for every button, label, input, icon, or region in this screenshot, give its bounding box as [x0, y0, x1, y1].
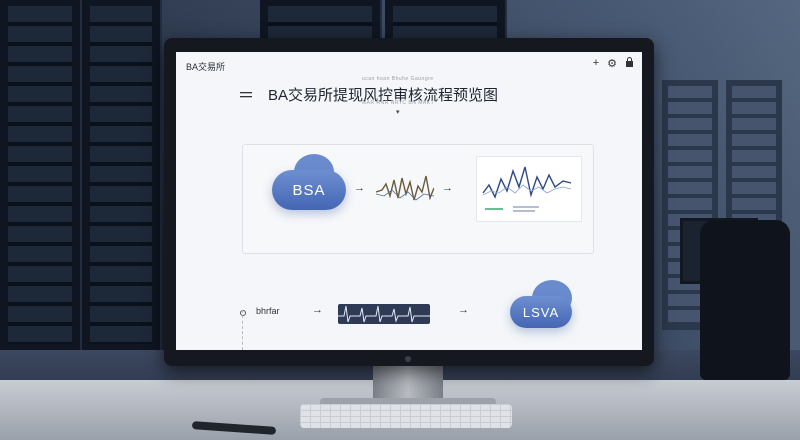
cloud-icon: BSA	[272, 154, 346, 210]
arrow-icon: →	[442, 182, 453, 194]
screen: BA交易所 + ⚙ ucan hoan Bhuhe Gaungre BA交易所提…	[176, 52, 642, 350]
flow-node-bottom[interactable]: LSVA	[510, 280, 572, 328]
flow-node-top[interactable]: BSA	[272, 154, 346, 210]
keyboard[interactable]	[300, 404, 512, 428]
lock-icon[interactable]	[625, 57, 634, 70]
add-icon[interactable]: +	[592, 57, 600, 69]
waveform-icon	[338, 305, 430, 323]
signal-waveform-box[interactable]	[338, 304, 430, 324]
flow-start-dot	[240, 310, 246, 316]
menu-icon[interactable]	[240, 86, 252, 104]
server-rack	[82, 0, 162, 350]
office-chair	[700, 220, 790, 380]
cloud-icon: LSVA	[510, 280, 572, 328]
flow-step-label: bhrfar	[256, 306, 280, 316]
arrow-icon: →	[458, 304, 469, 316]
flow-connector-line	[242, 310, 244, 350]
monitor-stand	[373, 366, 443, 402]
flow-node-label: BSA	[292, 181, 326, 199]
page-title: BA交易所提现风控审核流程预览图	[268, 87, 499, 104]
chevron-down-icon[interactable]: ▾	[396, 109, 400, 116]
waveform-icon	[376, 175, 434, 201]
window-title: BA交易所	[186, 62, 226, 72]
flow-node-label: LSVA	[522, 304, 560, 320]
line-chart-icon	[482, 166, 572, 212]
monitor: BA交易所 + ⚙ ucan hoan Bhuhe Gaungre BA交易所提…	[164, 38, 654, 366]
arrow-icon: →	[354, 182, 365, 194]
window-toolbar: + ⚙	[593, 57, 634, 70]
arrow-icon: →	[312, 304, 323, 316]
page-subtitle: ucan hoan Bhuhe Gaungre	[362, 76, 434, 82]
chart-preview-card[interactable]	[476, 156, 582, 222]
server-rack	[0, 0, 82, 350]
gear-icon[interactable]: ⚙	[607, 58, 617, 70]
page-subtitle-secondary: MAR RNR NRTC BN MAKT	[362, 100, 435, 106]
power-led	[405, 356, 411, 362]
